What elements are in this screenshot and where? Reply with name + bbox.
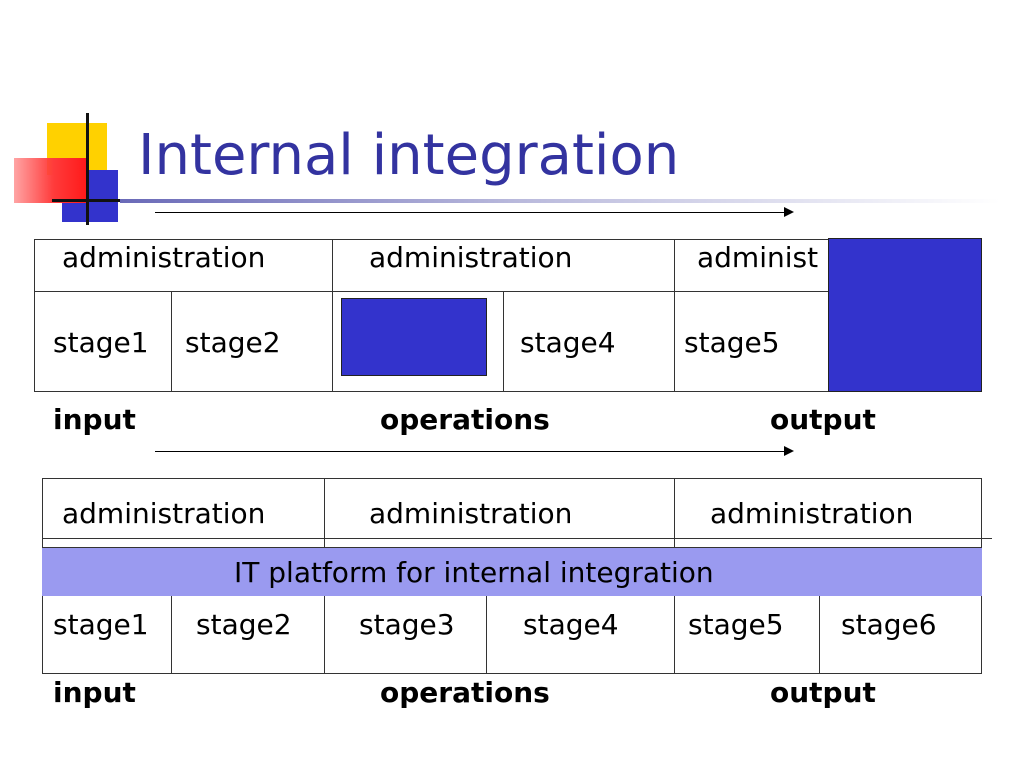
bottom-admin-cell-2 <box>324 478 675 548</box>
top-operations-label: operations <box>380 403 550 436</box>
bottom-input-label: input <box>53 676 136 709</box>
top-stage-cell-1 <box>34 291 172 392</box>
top-stage3-blue-block <box>341 298 487 376</box>
top-stage-label-1: stage1 <box>53 326 149 359</box>
top-flow-arrow-line <box>155 212 785 213</box>
logo-vertical-line <box>86 113 89 225</box>
title-underline <box>120 199 1000 203</box>
bottom-stage-cell-6 <box>819 589 982 674</box>
top-stage-label-4: stage4 <box>520 326 616 359</box>
top-admin-label-2: administration <box>369 241 573 274</box>
top-admin-cell-1 <box>34 239 333 292</box>
it-platform-band <box>42 548 982 596</box>
bottom-stage-cell-1 <box>42 589 172 674</box>
top-right-blue-block <box>828 238 982 392</box>
bottom-flow-arrow-head <box>784 446 794 456</box>
bottom-stage-label-4: stage4 <box>523 608 619 641</box>
top-stage-cell-2 <box>171 291 333 392</box>
bottom-flow-arrow-line <box>155 451 785 452</box>
bottom-operations-label: operations <box>380 676 550 709</box>
it-platform-label: IT platform for internal integration <box>234 556 714 589</box>
logo-red-square <box>14 158 86 203</box>
top-admin-cell-2 <box>332 239 675 292</box>
bottom-admin-label-1: administration <box>62 497 266 530</box>
slide-title: Internal integration <box>138 123 680 188</box>
bottom-admin-cell-1 <box>42 478 325 548</box>
bottom-stage-label-6: stage6 <box>841 608 937 641</box>
top-input-label: input <box>53 403 136 436</box>
logo-horizontal-line <box>52 199 142 202</box>
platform-top-line <box>42 538 992 539</box>
top-stage-cell-5 <box>674 291 829 392</box>
bottom-stage-label-5: stage5 <box>688 608 784 641</box>
bottom-output-label: output <box>770 676 876 709</box>
top-output-label: output <box>770 403 876 436</box>
bottom-admin-cell-3 <box>674 478 982 548</box>
bottom-stage-label-3: stage3 <box>359 608 455 641</box>
bottom-stage-cell-3 <box>324 589 487 674</box>
top-admin-label-3: administ <box>697 241 819 274</box>
bottom-stage-label-2: stage2 <box>196 608 292 641</box>
top-stage-label-5: stage5 <box>684 326 780 359</box>
top-stage-label-2: stage2 <box>185 326 281 359</box>
top-admin-cell-3 <box>674 239 829 292</box>
top-admin-label-1: administration <box>62 241 266 274</box>
bottom-stage-cell-2 <box>171 589 325 674</box>
top-stage-cell-4 <box>503 291 675 392</box>
bottom-admin-label-3: administration <box>710 497 914 530</box>
bottom-stage-label-1: stage1 <box>53 608 149 641</box>
bottom-admin-label-2: administration <box>369 497 573 530</box>
top-flow-arrow-head <box>784 207 794 217</box>
